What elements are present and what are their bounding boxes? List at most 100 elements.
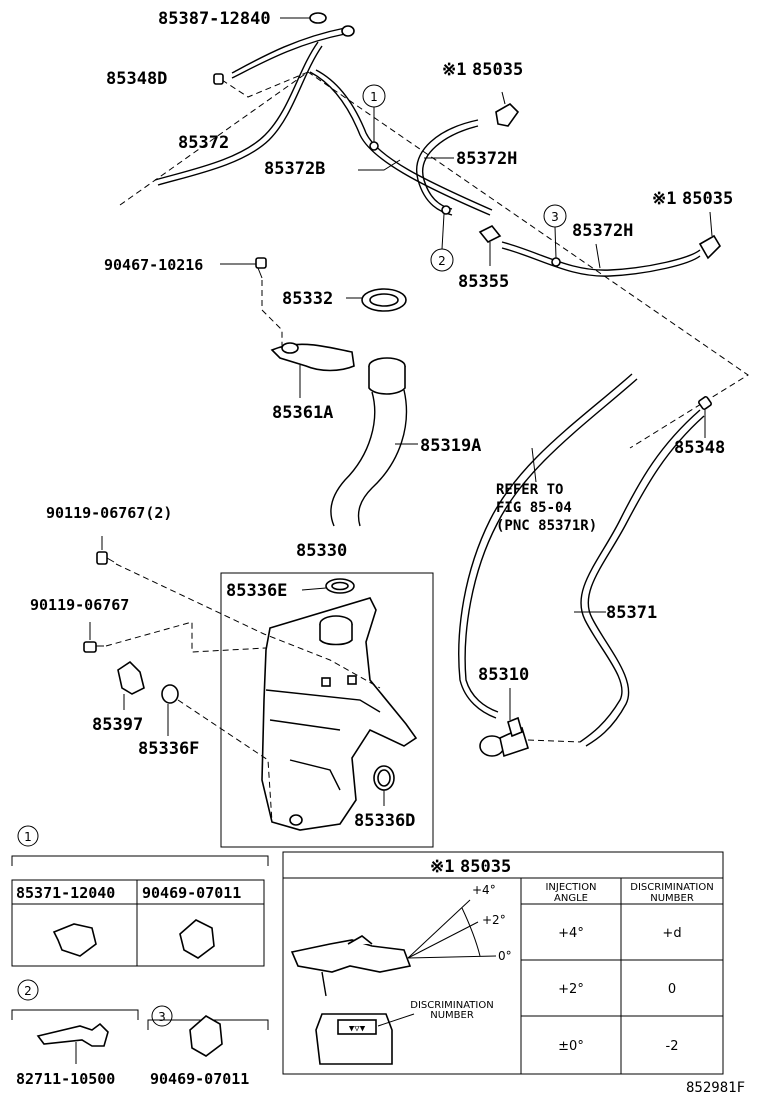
part-85035-nozzle-top	[495, 91, 520, 127]
refer-line-2: FIG 85-04	[496, 500, 572, 516]
legend-90469-07011-b: 90469-07011	[150, 1070, 249, 1088]
part-85372H-hose-lower	[501, 234, 722, 277]
leader-bolt-lower	[105, 621, 267, 653]
part-85336E-grommet	[301, 578, 355, 594]
legend-3-mark: 3	[158, 1010, 166, 1024]
assembly-boundary	[119, 71, 749, 449]
legend-82711-10500: 82711-10500	[16, 1070, 115, 1088]
callout-1-text: 1	[370, 90, 378, 104]
legend-85371-12040: 85371-12040	[16, 884, 115, 902]
part-85355-joint	[478, 224, 502, 266]
label-85348: 85348	[674, 438, 725, 458]
hdr-disc-2: NUMBER	[650, 893, 694, 904]
refer-line-3: (PNC 85371R)	[496, 518, 597, 534]
label-90119-06767-2: 90119-06767(2)	[46, 504, 172, 522]
part-85397-motor	[117, 660, 145, 710]
clip-82711-10500-icon	[36, 1022, 109, 1047]
nozzle-illustration: +4° +2° 0°	[290, 883, 512, 997]
legend-1-mark: 1	[24, 830, 32, 844]
angle-label-zero: 0°	[498, 949, 512, 963]
part-85348-connector	[698, 396, 712, 438]
label-85035-top: 85035	[472, 60, 523, 80]
part-85372H-hose-upper	[416, 119, 479, 216]
row-1-disc: +d	[662, 926, 681, 941]
leader-85372H-lower	[595, 243, 601, 269]
label-90467-10216: 90467-10216	[104, 256, 203, 274]
legend-group-2: 2 82711-10500	[11, 979, 139, 1088]
label-85371: 85371	[606, 603, 657, 623]
part-85371-hose	[574, 409, 705, 747]
callout-2: 2	[430, 213, 454, 272]
nozzle-base-illustration: ▼▽▼	[315, 1013, 415, 1065]
leader-85035-right	[709, 211, 713, 237]
part-refer-hose	[458, 373, 638, 719]
part-85310-pump	[479, 688, 581, 758]
part-85332-gasket	[346, 288, 407, 312]
hdr-disc-1: DISCRIMINATION	[630, 882, 713, 893]
angle-label-plus4: +4°	[472, 883, 496, 897]
row-2-disc: 0	[668, 982, 676, 997]
clip-90469-07011-b-icon	[189, 1015, 223, 1057]
label-85372H-lower: 85372H	[572, 221, 633, 241]
label-85310: 85310	[478, 665, 529, 685]
legend-group-3: 3 90469-07011	[147, 1005, 269, 1088]
part-85387-12840-wire	[231, 12, 355, 79]
label-85361A: 85361A	[272, 403, 333, 423]
part-90467-10216-clip	[220, 257, 267, 279]
label-90119-06767: 90119-06767	[30, 596, 129, 614]
clip-85371-12040-icon	[52, 923, 97, 957]
nozzle-table: ※1 85035 INJECTION ANGLE DISCRIMINATION …	[282, 851, 724, 1075]
label-85348D: 85348D	[106, 69, 167, 89]
note-mark-85035-top: ※1	[442, 60, 466, 80]
label-85319A: 85319A	[420, 436, 481, 456]
hdr-angle-2: ANGLE	[554, 893, 588, 904]
label-85397: 85397	[92, 715, 143, 735]
disc-mark-glyphs: ▼▽▼	[349, 1024, 366, 1034]
tank-assembly-frame	[220, 572, 434, 848]
part-85319A-filler-pipe	[330, 357, 418, 527]
callout-1: 1	[362, 84, 386, 142]
leader-90467-to-85361A	[261, 280, 283, 352]
disc-callout-1: DISCRIMINATION	[410, 1000, 493, 1011]
figure-id: 852981F	[686, 1080, 745, 1096]
note-mark-85035-right: ※1	[652, 189, 676, 209]
callout-2-text: 2	[438, 254, 446, 268]
part-90119-06767-bolt-lower	[83, 622, 104, 653]
callout-3: 3	[543, 204, 567, 259]
refer-line-1: REFER TO	[496, 482, 563, 498]
callout-3-text: 3	[551, 210, 559, 224]
leader-85348D	[221, 71, 309, 98]
part-85348D-connector	[213, 73, 224, 85]
table-title: 85035	[460, 857, 511, 877]
part-85372-hose	[154, 41, 323, 186]
label-85372H-upper: 85372H	[456, 149, 517, 169]
label-85372: 85372	[178, 133, 229, 153]
label-85336D: 85336D	[354, 811, 415, 831]
part-85336D-grommet	[373, 765, 395, 806]
legend-group-1: 1 85371-12040 90469-07011	[11, 825, 269, 967]
row-2-angle: +2°	[558, 982, 584, 997]
table-title-mark: ※1	[430, 857, 454, 877]
legend-2-mark: 2	[24, 984, 32, 998]
label-85372B: 85372B	[264, 159, 325, 179]
leader-85372B	[358, 159, 401, 171]
hdr-angle-1: INJECTION	[545, 882, 596, 893]
label-85330: 85330	[296, 541, 347, 561]
angle-label-plus2: +2°	[482, 913, 506, 927]
label-85336F: 85336F	[138, 739, 199, 759]
part-85330-tank	[261, 597, 418, 831]
label-85355: 85355	[458, 272, 509, 292]
legend-90469-07011-a: 90469-07011	[142, 884, 241, 902]
part-90119-06767-bolt-upper	[96, 536, 115, 565]
clip-90469-07011-icon	[179, 919, 215, 959]
part-85361A-bracket	[270, 342, 355, 398]
row-1-angle: +4°	[558, 926, 584, 941]
disc-callout-2: NUMBER	[430, 1010, 474, 1021]
part-85336F-grommet	[161, 684, 179, 736]
leader-85336F	[177, 699, 273, 823]
label-85332: 85332	[282, 289, 333, 309]
leader-bolt-upper	[115, 563, 381, 689]
label-85336E: 85336E	[226, 581, 287, 601]
row-3-angle: ±0°	[558, 1039, 584, 1054]
